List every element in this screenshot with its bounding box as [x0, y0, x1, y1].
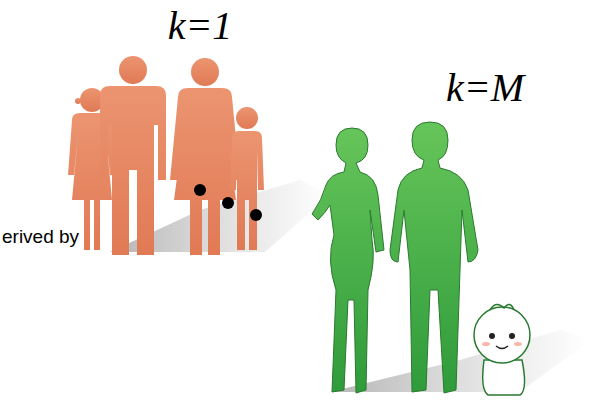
baby-cartoon	[474, 304, 530, 395]
cluster-label: k=1	[168, 4, 233, 48]
green-family	[312, 122, 478, 393]
orange-family	[68, 56, 264, 255]
ellipsis-dots	[194, 184, 262, 221]
note-text: erived by	[2, 226, 79, 249]
cluster-label: k=M	[446, 66, 524, 110]
